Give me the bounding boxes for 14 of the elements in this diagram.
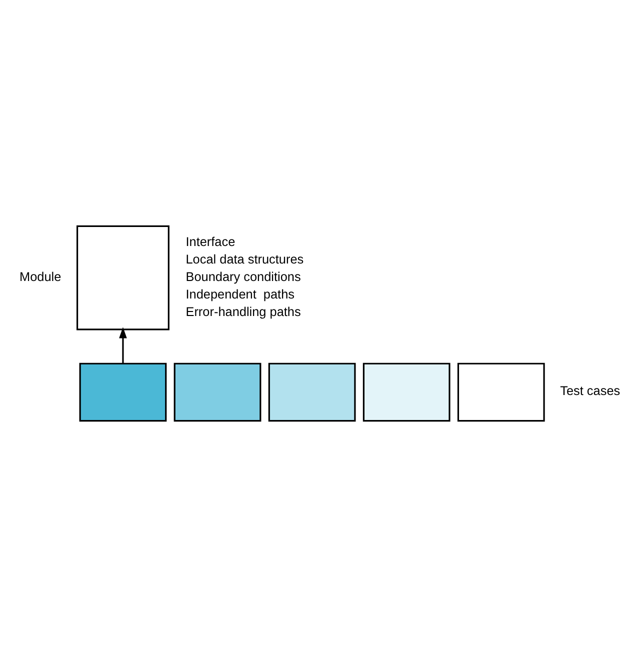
label: Interface: [186, 234, 236, 249]
node-box: [79, 362, 167, 422]
node-box: [457, 362, 545, 422]
node-box: [362, 362, 450, 422]
label: Error-handling paths: [186, 304, 301, 319]
node-box: [174, 362, 262, 422]
node-box: [76, 225, 170, 330]
label: Module: [20, 268, 62, 284]
node-box: [268, 362, 356, 422]
arrow: [119, 327, 127, 364]
label: Test cases: [560, 383, 620, 398]
label: Local data structures: [186, 251, 304, 266]
label: Independent paths: [186, 286, 295, 302]
label: Boundary conditions: [186, 268, 301, 284]
